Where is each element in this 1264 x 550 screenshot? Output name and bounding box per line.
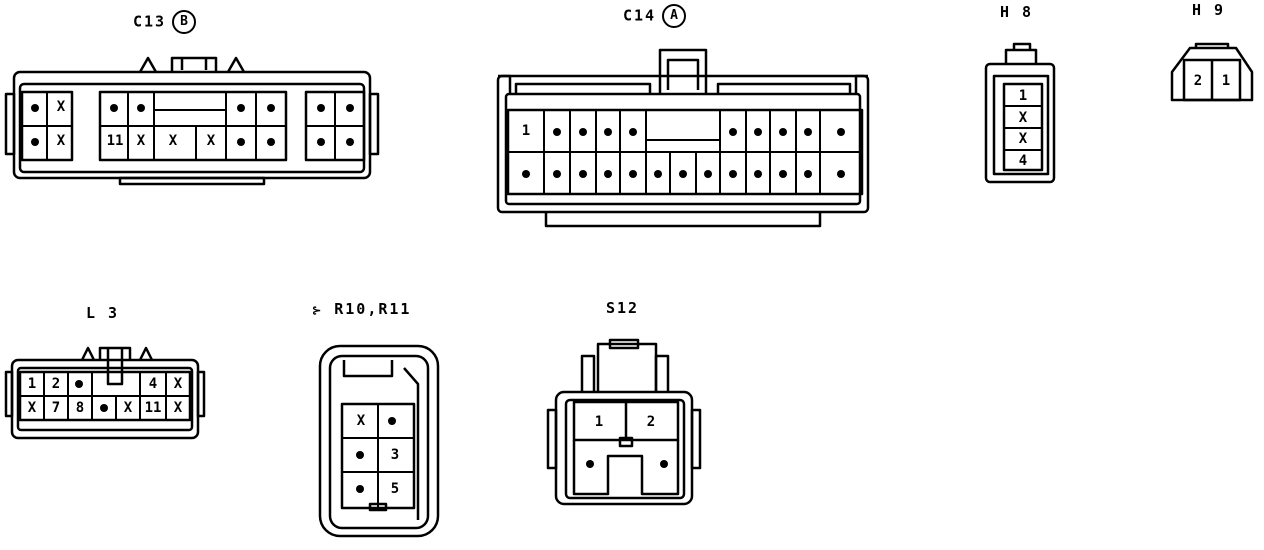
c14-label: C14 A bbox=[623, 4, 687, 28]
c14-pin bbox=[804, 170, 812, 178]
r10-prefix: ⊱ bbox=[312, 304, 324, 317]
s12-label: S12 bbox=[606, 299, 640, 317]
c13-pin bbox=[346, 104, 354, 112]
c13-pin: X bbox=[206, 133, 216, 149]
l3-pin: 1 bbox=[27, 376, 37, 392]
l3-pin: X bbox=[173, 400, 183, 416]
h8-pin: X bbox=[1018, 110, 1028, 126]
l3-pin bbox=[100, 404, 108, 412]
c14-pin-1: 1 bbox=[521, 123, 531, 139]
c14-variant-badge: A bbox=[662, 4, 687, 28]
c14-pin bbox=[754, 170, 762, 178]
c13-pin bbox=[346, 138, 354, 146]
l3-label: L 3 bbox=[86, 304, 120, 322]
c14-pin bbox=[729, 170, 737, 178]
c13-pin: X bbox=[56, 99, 66, 115]
h8-pin: 4 bbox=[1018, 153, 1028, 169]
c14-pin bbox=[779, 128, 787, 136]
c13-pin bbox=[31, 104, 39, 112]
s12-outline bbox=[546, 338, 702, 506]
r10-pin bbox=[388, 417, 396, 425]
c14-pin bbox=[522, 170, 530, 178]
l3-pin: 11 bbox=[144, 400, 162, 416]
c13-id: C13 bbox=[133, 12, 167, 31]
c14-pin bbox=[629, 170, 637, 178]
c13-label: C13 B bbox=[133, 10, 197, 34]
c13-pin: X bbox=[168, 133, 178, 149]
h9-pin: 1 bbox=[1221, 73, 1231, 89]
l3-pin: X bbox=[27, 400, 37, 416]
c13-pin bbox=[317, 138, 325, 146]
h9-outline bbox=[1170, 42, 1254, 102]
l3-pin: 8 bbox=[75, 400, 85, 416]
c14-pin bbox=[754, 128, 762, 136]
s12-pin: 2 bbox=[646, 414, 656, 430]
h8-pin: 1 bbox=[1018, 88, 1028, 104]
r10-pin: 3 bbox=[390, 447, 400, 463]
c14-pin bbox=[804, 128, 812, 136]
c14-pin bbox=[604, 128, 612, 136]
c13-pin: 11 bbox=[106, 133, 124, 149]
c14-pin bbox=[553, 128, 561, 136]
c14-pin bbox=[779, 170, 787, 178]
c13-pin bbox=[317, 104, 325, 112]
c14-pin bbox=[604, 170, 612, 178]
r10-pin bbox=[356, 451, 364, 459]
c14-pin bbox=[837, 128, 845, 136]
r10-pin bbox=[356, 485, 364, 493]
l3-pin: X bbox=[173, 376, 183, 392]
l3-pin: X bbox=[123, 400, 133, 416]
c14-id: C14 bbox=[623, 6, 657, 25]
l3-pin: 2 bbox=[51, 376, 61, 392]
c13-pin bbox=[137, 104, 145, 112]
r10-label: ⊱ R10,R11 bbox=[312, 300, 411, 318]
c13-variant-badge: B bbox=[172, 10, 197, 34]
c13-pin: X bbox=[136, 133, 146, 149]
c14-pin bbox=[579, 128, 587, 136]
c13-pin bbox=[267, 138, 275, 146]
c13-pin: X bbox=[56, 133, 66, 149]
c14-pin bbox=[629, 128, 637, 136]
c14-pin bbox=[553, 170, 561, 178]
h8-pin: X bbox=[1018, 131, 1028, 147]
l3-pin: 7 bbox=[51, 400, 61, 416]
c14-pin bbox=[837, 170, 845, 178]
h9-label: H 9 bbox=[1192, 1, 1226, 19]
c14-pin bbox=[679, 170, 687, 178]
c14-pin bbox=[729, 128, 737, 136]
r10-pin: X bbox=[356, 413, 366, 429]
h8-label: H 8 bbox=[1000, 3, 1034, 21]
r10-id: R10,R11 bbox=[334, 300, 412, 318]
c14-pin bbox=[704, 170, 712, 178]
c13-pin bbox=[31, 138, 39, 146]
l3-pin bbox=[75, 380, 83, 388]
c14-pin bbox=[654, 170, 662, 178]
c13-pin bbox=[267, 104, 275, 112]
l3-pin: 4 bbox=[148, 376, 158, 392]
c14-pin bbox=[579, 170, 587, 178]
r10-pin: 5 bbox=[390, 481, 400, 497]
c13-pin bbox=[110, 104, 118, 112]
c13-pin bbox=[237, 104, 245, 112]
c13-pin bbox=[237, 138, 245, 146]
s12-pin bbox=[660, 460, 668, 468]
h9-pin: 2 bbox=[1193, 73, 1203, 89]
s12-pin bbox=[586, 460, 594, 468]
s12-pin: 1 bbox=[594, 414, 604, 430]
